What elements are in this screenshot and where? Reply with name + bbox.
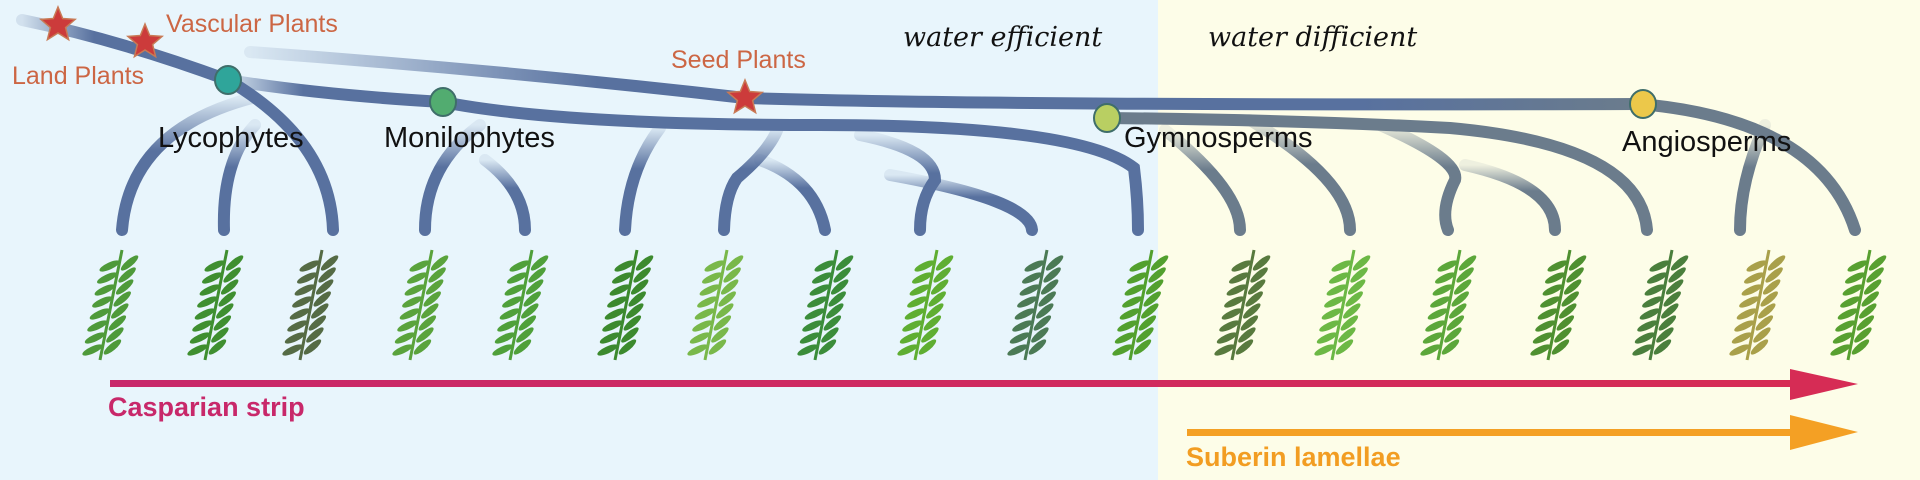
branch-fern-tip-5	[884, 169, 1038, 236]
podocarp-branch-icon	[1530, 249, 1587, 361]
star-icon	[726, 78, 764, 115]
trait-label-suberin-lamellae: Suberin lamellae	[1186, 442, 1401, 472]
arabidopsis-plant-icon	[1830, 249, 1887, 361]
milestone-label-seed-plants: Seed Plants	[671, 46, 806, 74]
selaginella-plant-icon	[187, 249, 244, 361]
clade-label-gymnosperms: Gymnosperms	[1124, 122, 1313, 154]
ginkgo-leaf-icon	[1314, 249, 1371, 361]
branch-euphyllophytes	[222, 74, 449, 108]
maidenhair-fern-icon	[897, 249, 954, 361]
branch-lycophyte-tip-2	[217, 119, 261, 236]
milestone-label-vascular-plants: Vascular Plants	[166, 10, 338, 38]
sword-fern-icon	[1112, 249, 1169, 361]
star-icon	[126, 22, 164, 59]
branch-monilophyte-tip-2	[479, 154, 531, 236]
casparian-strip-arrow-shaft	[110, 380, 1790, 387]
branch-fern-tip-3	[754, 154, 831, 236]
branch-fern-tip-4	[854, 129, 942, 236]
branch-monilophyte-tip-1	[419, 119, 486, 236]
clade-label-monilophytes: Monilophytes	[384, 122, 555, 154]
branch-gymno-tip-3	[1374, 119, 1462, 236]
suberin-lamellae-arrow-shaft	[1187, 429, 1790, 436]
horsetail-plant-icon	[392, 249, 449, 361]
sequoia-branch-icon	[1420, 249, 1477, 361]
serrated-fern-icon	[1007, 249, 1064, 361]
clade-label-angiosperms: Angiosperms	[1622, 126, 1792, 158]
branch-fern-tip-2	[718, 122, 784, 236]
trait-label-casparian-strip: Casparian strip	[108, 392, 305, 422]
milestone-label-land-plants: Land Plants	[12, 62, 145, 90]
lace-fern-icon	[797, 249, 854, 361]
clade-label-lycophytes: Lycophytes	[158, 122, 304, 154]
isoetes-plant-icon	[282, 249, 339, 361]
casparian-strip-arrow	[110, 369, 1858, 400]
branch-trunk	[16, 14, 234, 86]
branch-lycophyte-tip-1	[116, 92, 258, 236]
clade-node-icon	[1093, 103, 1121, 133]
branch-gymno-tip-2	[1244, 114, 1356, 236]
ophioglossum-plant-icon	[492, 249, 549, 361]
star-icon	[39, 5, 77, 42]
branch-monilophytes	[437, 96, 1144, 236]
branch-angio-tip-1	[1734, 119, 1771, 236]
suberin-lamellae-arrow	[1187, 415, 1858, 450]
water-clover-fern-icon	[687, 249, 744, 361]
suberin-lamellae-arrow-head	[1790, 415, 1858, 450]
pinnate-fern-icon	[597, 249, 654, 361]
branch-gymno-tip-4	[1459, 159, 1561, 236]
clade-node-icon	[429, 87, 457, 117]
clade-node-icon	[1629, 89, 1657, 119]
branch-fern-tip-1	[619, 122, 666, 236]
zone-label-water-deficient: water difficient	[1208, 22, 1418, 53]
clade-node-icon	[214, 65, 242, 95]
branch-angiosperms	[1634, 98, 1861, 236]
water-deficient-zone	[1158, 0, 1920, 480]
zone-label-water-efficient: water efficient	[903, 22, 1103, 53]
branch-seed-plants	[244, 46, 1646, 111]
cycad-plant-icon	[1214, 249, 1271, 361]
branch-gymnosperms	[1101, 112, 1653, 236]
clubmoss-plant-icon	[82, 249, 139, 361]
branch-gymno-tip-1	[1159, 124, 1246, 236]
rice-plant-icon	[1729, 249, 1786, 361]
casparian-strip-arrow-head	[1790, 369, 1858, 400]
pine-branch-icon	[1632, 249, 1689, 361]
